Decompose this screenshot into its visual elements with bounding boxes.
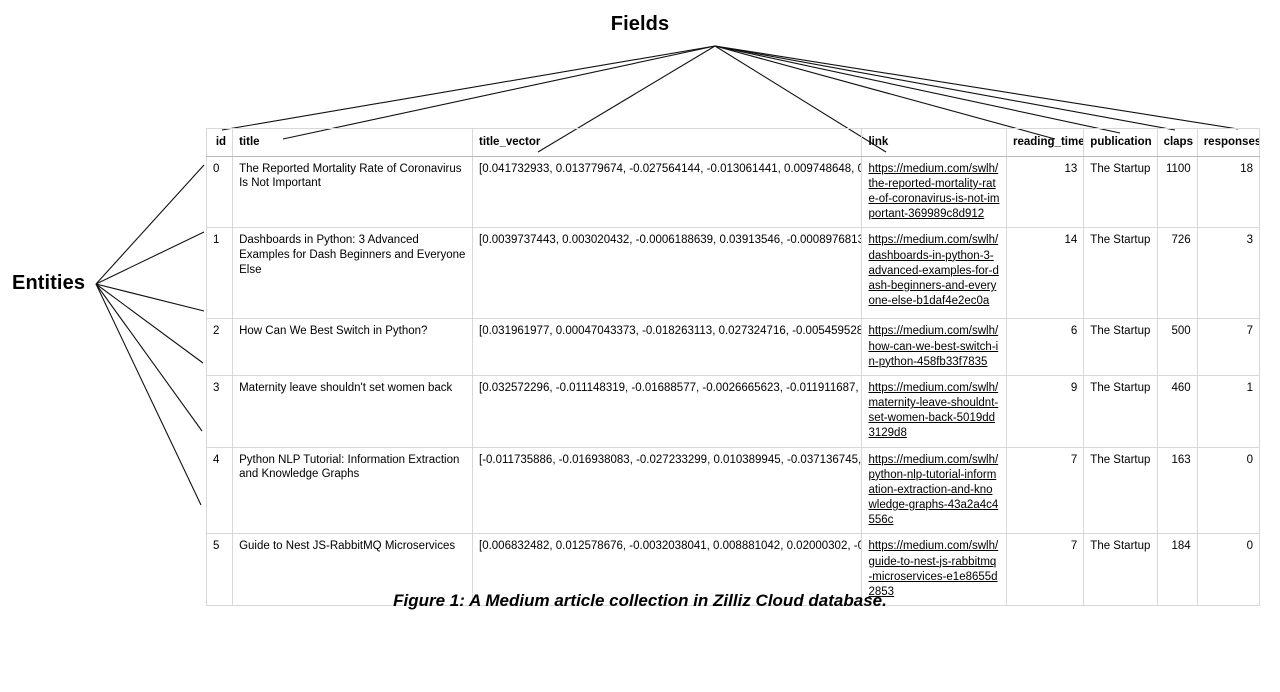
medium-articles-table: id title title_vector link reading_time …: [205, 128, 1261, 607]
cell-reading-time: 14: [1006, 227, 1085, 320]
cell-link[interactable]: https://medium.com/swlh/the-reported-mor…: [861, 155, 1008, 229]
cell-title: Maternity leave shouldn't set women back: [232, 374, 473, 448]
cell-claps: 500: [1156, 318, 1198, 376]
column-header-claps[interactable]: claps: [1156, 128, 1198, 157]
cell-publication: The Startup: [1083, 374, 1158, 448]
cell-id: 0: [205, 155, 234, 229]
cell-id: 2: [205, 318, 234, 376]
cell-title-vector: [0.006832482, 0.012578676, -0.0032038041…: [471, 533, 863, 607]
cell-reading-time: 7: [1006, 446, 1085, 535]
cell-link[interactable]: https://medium.com/swlh/how-can-we-best-…: [861, 318, 1008, 376]
column-header-title[interactable]: title: [232, 128, 473, 157]
cell-claps: 163: [1156, 446, 1198, 535]
cell-title: Python NLP Tutorial: Information Extract…: [232, 446, 473, 535]
cell-publication: The Startup: [1083, 446, 1158, 535]
cell-id: 5: [205, 533, 234, 607]
cell-claps: 1100: [1156, 155, 1198, 229]
cell-responses: 0: [1196, 446, 1261, 535]
table-row[interactable]: 0 The Reported Mortality Rate of Coronav…: [205, 155, 1261, 229]
cell-title-vector: [0.0039737443, 0.003020432, -0.000618863…: [471, 227, 863, 320]
leader-line-entity-row-2: [95, 283, 205, 312]
article-link[interactable]: https://medium.com/swlh/how-can-we-best-…: [868, 325, 999, 368]
cell-title-vector: [-0.011735886, -0.016938083, -0.02723329…: [471, 446, 863, 535]
table-row[interactable]: 2 How Can We Best Switch in Python? [0.0…: [205, 318, 1261, 376]
cell-title-vector: [0.031961977, 0.00047043373, -0.01826311…: [471, 318, 863, 376]
cell-claps: 460: [1156, 374, 1198, 448]
leader-line-fields-publication: [714, 45, 1121, 134]
leader-line-fields-title: [282, 45, 716, 140]
leader-line-fields-claps: [714, 45, 1176, 131]
cell-claps: 184: [1156, 533, 1198, 607]
article-link[interactable]: https://medium.com/swlh/dashboards-in-py…: [868, 234, 999, 308]
column-header-reading-time[interactable]: reading_time: [1006, 128, 1085, 157]
cell-id: 1: [205, 227, 234, 320]
article-link[interactable]: https://medium.com/swlh/maternity-leave-…: [868, 381, 999, 440]
table-row[interactable]: 1 Dashboards in Python: 3 Advanced Examp…: [205, 227, 1261, 320]
cell-link[interactable]: https://medium.com/swlh/guide-to-nest-js…: [861, 533, 1008, 607]
leader-line-fields-responses: [714, 45, 1239, 130]
cell-responses: 7: [1196, 318, 1261, 376]
cell-title: The Reported Mortality Rate of Coronavir…: [232, 155, 473, 229]
cell-title-vector: [0.041732933, 0.013779674, -0.027564144,…: [471, 155, 863, 229]
column-header-link[interactable]: link: [861, 128, 1008, 157]
leader-line-entity-row-1: [95, 231, 205, 285]
cell-publication: The Startup: [1083, 227, 1158, 320]
column-header-id[interactable]: id: [205, 128, 234, 157]
leader-line-fields-id: [221, 45, 716, 131]
cell-reading-time: 6: [1006, 318, 1085, 376]
leader-line-entity-row-0: [95, 164, 205, 285]
leader-line-entity-row-3: [95, 283, 204, 364]
table-row[interactable]: 3 Maternity leave shouldn't set women ba…: [205, 374, 1261, 448]
leader-line-entity-row-5: [95, 283, 202, 506]
cell-publication: The Startup: [1083, 155, 1158, 229]
cell-title-vector: [0.032572296, -0.011148319, -0.01688577,…: [471, 374, 863, 448]
cell-link[interactable]: https://medium.com/swlh/maternity-leave-…: [861, 374, 1008, 448]
article-link[interactable]: https://medium.com/swlh/the-reported-mor…: [868, 162, 1000, 221]
article-link[interactable]: https://medium.com/swlh/guide-to-nest-js…: [868, 540, 999, 598]
table-row[interactable]: 4 Python NLP Tutorial: Information Extra…: [205, 446, 1261, 535]
column-header-responses[interactable]: responses: [1196, 128, 1261, 157]
figure-caption: Figure 1: A Medium article collection in…: [393, 591, 887, 610]
table-row[interactable]: 5 Guide to Nest JS-RabbitMQ Microservice…: [205, 533, 1261, 607]
column-header-title-vector[interactable]: title_vector: [471, 128, 863, 157]
cell-publication: The Startup: [1083, 318, 1158, 376]
fields-annotation-label: Fields: [610, 13, 670, 35]
cell-responses: 3: [1196, 227, 1261, 320]
cell-reading-time: 13: [1006, 155, 1085, 229]
cell-reading-time: 9: [1006, 374, 1085, 448]
cell-publication: The Startup: [1083, 533, 1158, 607]
cell-responses: 0: [1196, 533, 1261, 607]
leader-line-entity-row-4: [95, 283, 203, 432]
cell-link[interactable]: https://medium.com/swlh/dashboards-in-py…: [861, 227, 1008, 320]
column-header-publication[interactable]: publication: [1083, 128, 1158, 157]
article-link[interactable]: https://medium.com/swlh/python-nlp-tutor…: [868, 453, 999, 527]
cell-responses: 1: [1196, 374, 1261, 448]
data-table-container: id title title_vector link reading_time …: [205, 128, 1261, 607]
leader-line-fields-reading-time: [714, 45, 1056, 140]
cell-title: How Can We Best Switch in Python?: [232, 318, 473, 376]
cell-title: Guide to Nest JS-RabbitMQ Microservices: [232, 533, 473, 607]
table-header-row: id title title_vector link reading_time …: [205, 128, 1261, 157]
cell-id: 4: [205, 446, 234, 535]
cell-reading-time: 7: [1006, 533, 1085, 607]
cell-link[interactable]: https://medium.com/swlh/python-nlp-tutor…: [861, 446, 1008, 535]
entities-annotation-label: Entities: [12, 272, 86, 294]
cell-responses: 18: [1196, 155, 1261, 229]
cell-title: Dashboards in Python: 3 Advanced Example…: [232, 227, 473, 320]
cell-id: 3: [205, 374, 234, 448]
cell-claps: 726: [1156, 227, 1198, 320]
table-body: 0 The Reported Mortality Rate of Coronav…: [205, 155, 1261, 607]
